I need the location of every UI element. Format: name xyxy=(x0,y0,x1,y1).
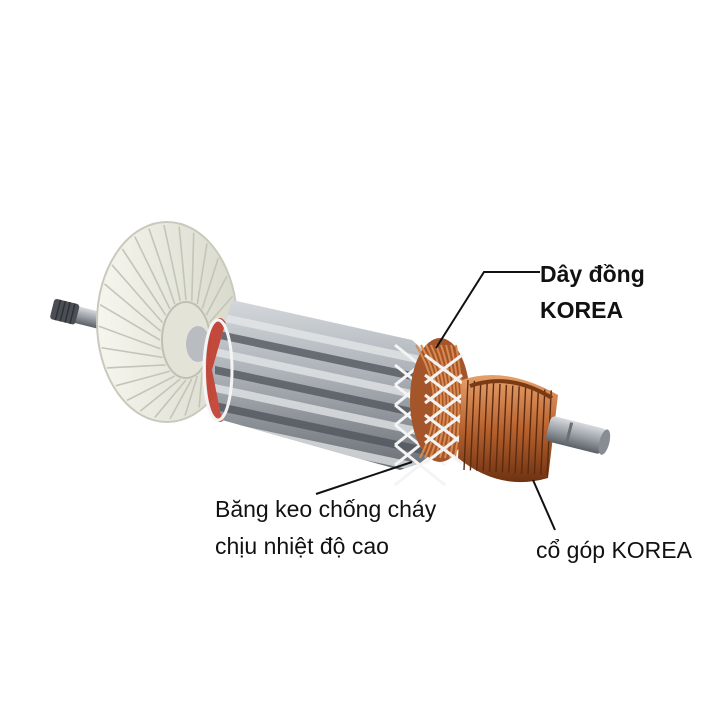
tape-label: Băng keo chống cháy xyxy=(215,496,437,522)
copper-wire-origin: KOREA xyxy=(540,297,624,323)
commutator-label: cổ góp KOREA xyxy=(536,537,692,563)
leader-lines xyxy=(315,271,556,531)
armature-core xyxy=(202,300,470,487)
right-shaft xyxy=(546,416,611,455)
commutator xyxy=(458,375,558,483)
tape-label-line2: chịu nhiệt độ cao xyxy=(215,533,389,559)
copper-wire-label: Dây đồng xyxy=(540,261,645,287)
